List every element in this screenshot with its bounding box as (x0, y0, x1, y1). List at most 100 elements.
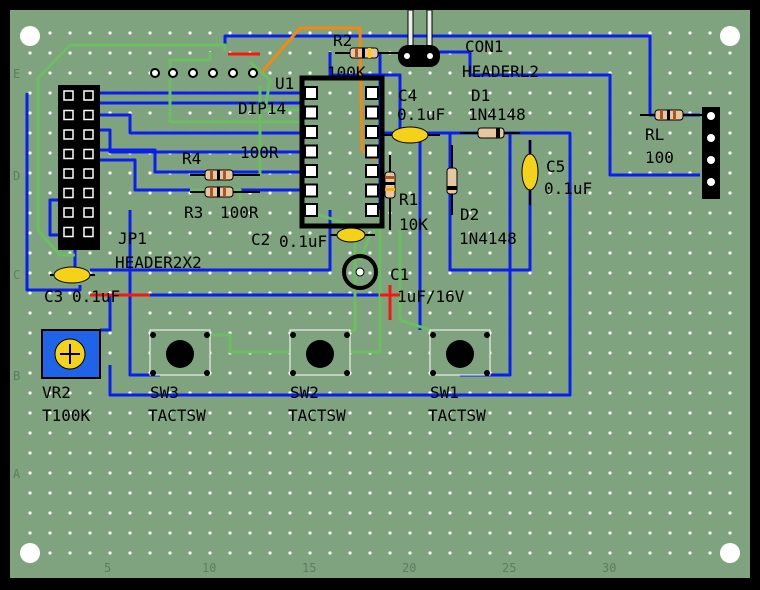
row-label: E (13, 67, 20, 81)
board-hole (528, 331, 532, 335)
board-hole (588, 31, 592, 35)
board-hole (628, 351, 632, 355)
board-hole (328, 451, 332, 455)
board-hole (568, 551, 572, 555)
board-hole (628, 491, 632, 495)
board-hole (128, 411, 132, 415)
board-hole (588, 351, 592, 355)
r4-resistor (190, 169, 260, 181)
board-hole (728, 131, 732, 135)
board-hole (388, 371, 392, 375)
board-hole (288, 191, 292, 195)
board-hole (648, 551, 652, 555)
board-hole (128, 171, 132, 175)
board-hole (468, 191, 472, 195)
board-hole (28, 471, 32, 475)
board-hole (468, 411, 472, 415)
board-hole (608, 551, 612, 555)
board-hole (328, 91, 332, 95)
ic-pad (304, 125, 318, 139)
board-hole (608, 491, 612, 495)
board-hole (108, 531, 112, 535)
board-hole (688, 271, 692, 275)
board-hole (588, 551, 592, 555)
board-hole (468, 151, 472, 155)
board-hole (728, 151, 732, 155)
board-hole (648, 331, 652, 335)
column-label: 30 (602, 561, 616, 575)
board-hole (448, 31, 452, 35)
board-hole (188, 551, 192, 555)
board-hole (528, 91, 532, 95)
board-hole (708, 431, 712, 435)
board-hole (348, 471, 352, 475)
board-hole (68, 431, 72, 435)
board-hole (148, 311, 152, 315)
board-hole (668, 351, 672, 355)
board-hole (168, 431, 172, 435)
board-hole (168, 211, 172, 215)
board-hole (628, 231, 632, 235)
board-hole (728, 211, 732, 215)
board-hole (28, 211, 32, 215)
board-hole (388, 31, 392, 35)
board-hole (188, 311, 192, 315)
board-hole (368, 371, 372, 375)
board-hole (248, 491, 252, 495)
board-hole (288, 211, 292, 215)
board-hole (48, 151, 52, 155)
board-hole (408, 471, 412, 475)
board-hole (588, 131, 592, 135)
board-hole (108, 211, 112, 215)
board-hole (148, 431, 152, 435)
c2-capacitor (330, 227, 375, 243)
board-hole (308, 31, 312, 35)
board-hole (428, 551, 432, 555)
board-hole (628, 391, 632, 395)
board-hole (648, 311, 652, 315)
board-hole (708, 491, 712, 495)
con1-value: HEADERL2 (462, 62, 539, 81)
board-hole (48, 271, 52, 275)
board-hole (488, 511, 492, 515)
board-hole (88, 311, 92, 315)
board-hole (668, 211, 672, 215)
header-pad (63, 207, 74, 218)
c4-value: 0.1uF (397, 105, 445, 124)
board-hole (28, 271, 32, 275)
board-hole (108, 491, 112, 495)
board-hole (548, 431, 552, 435)
board-hole (688, 191, 692, 195)
board-hole (548, 551, 552, 555)
board-hole (168, 511, 172, 515)
board-hole (48, 51, 52, 55)
board-hole (328, 471, 332, 475)
board-hole (588, 111, 592, 115)
board-hole (208, 211, 212, 215)
ic-pad (365, 203, 379, 217)
board-hole (168, 51, 172, 55)
board-hole (428, 431, 432, 435)
board-hole (88, 51, 92, 55)
board-hole (188, 271, 192, 275)
board-hole (728, 251, 732, 255)
board-hole (268, 431, 272, 435)
board-hole (28, 231, 32, 235)
board-hole (508, 531, 512, 535)
board-hole (628, 211, 632, 215)
board-hole (548, 331, 552, 335)
board-hole (428, 471, 432, 475)
board-hole (408, 191, 412, 195)
board-hole (688, 471, 692, 475)
board-hole (648, 411, 652, 415)
board-hole (668, 491, 672, 495)
board-hole (268, 551, 272, 555)
board-hole (688, 71, 692, 75)
board-hole (688, 391, 692, 395)
board-hole (208, 431, 212, 435)
board-hole (88, 391, 92, 395)
board-hole (468, 271, 472, 275)
ic-pad (304, 86, 318, 100)
board-hole (388, 111, 392, 115)
board-hole (288, 231, 292, 235)
